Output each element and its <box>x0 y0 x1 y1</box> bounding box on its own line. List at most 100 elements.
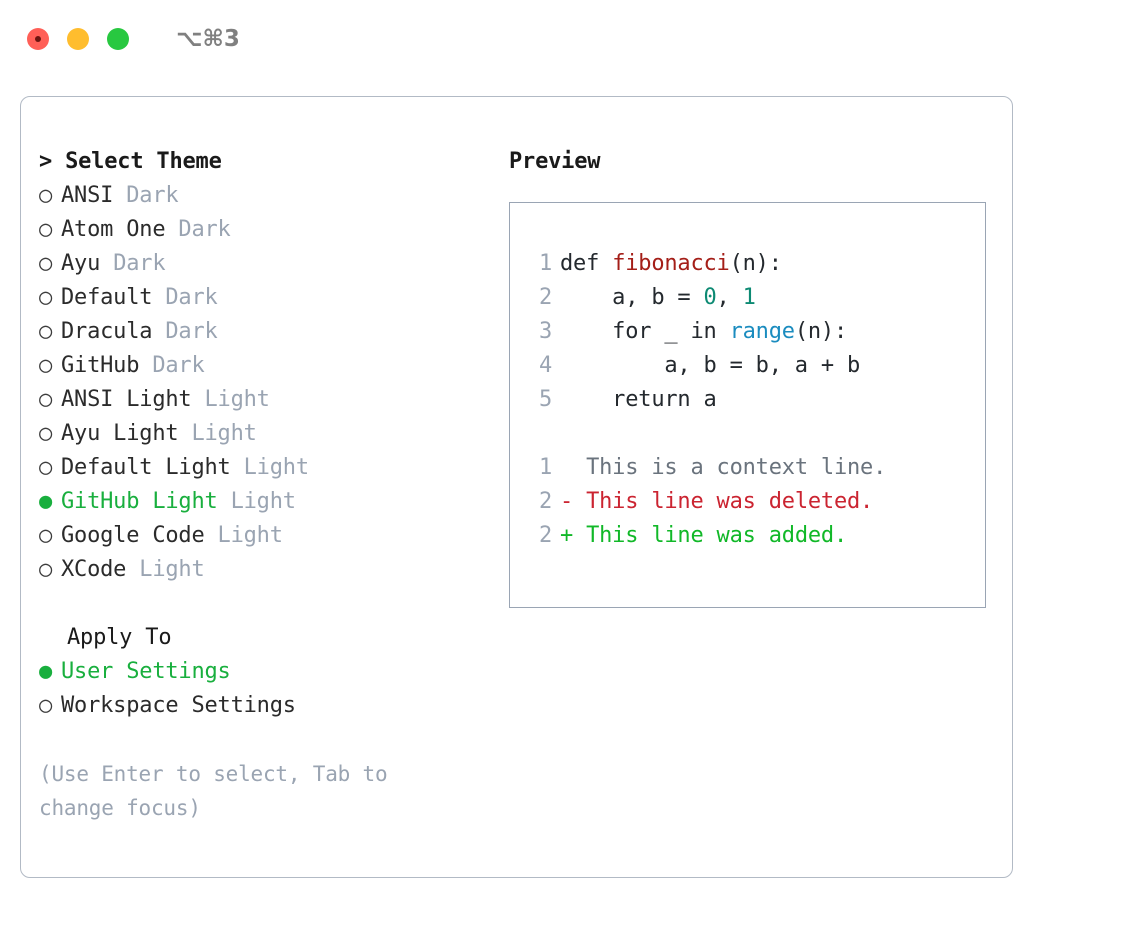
line-number: 2 <box>538 523 552 548</box>
line-number: 4 <box>538 353 552 378</box>
code-token-plain: a, b = b, a + b <box>560 353 861 378</box>
code-token-num: 0 <box>703 285 717 310</box>
theme-option-label: XCode <box>61 557 127 582</box>
line-number: 2 <box>538 285 552 310</box>
code-diff-spacer <box>528 417 985 451</box>
theme-variant-badge: Dark <box>113 251 166 276</box>
theme-variant-badge: Dark <box>126 183 179 208</box>
theme-option-label: GitHub <box>61 353 140 378</box>
list-spacer <box>39 587 509 621</box>
radio-unselected-icon: ○ <box>39 387 53 412</box>
theme-option-ansi-light[interactable]: ○ANSI Light Light <box>39 383 509 417</box>
theme-option-list: ○ANSI Dark○Atom One Dark○Ayu Dark○Defaul… <box>39 179 509 587</box>
code-token-plain: , <box>716 285 743 310</box>
theme-option-label: ANSI Light <box>61 387 192 412</box>
apply-to-option-workspace-settings[interactable]: ○ Workspace Settings <box>39 689 509 723</box>
theme-option-google-code[interactable]: ○Google Code Light <box>39 519 509 553</box>
theme-selector-panel: > Select Theme ○ANSI Dark○Atom One Dark○… <box>20 96 1013 878</box>
theme-option-xcode[interactable]: ○ XCode Light <box>39 553 509 587</box>
line-number: 2 <box>538 489 552 514</box>
theme-option-github-light[interactable]: ● GitHub Light Light <box>39 485 509 519</box>
theme-option-label: Atom One <box>61 217 166 242</box>
theme-variant-badge: Dark <box>178 217 231 242</box>
preview-heading: Preview <box>509 149 601 174</box>
theme-variant-badge: Dark <box>165 319 218 344</box>
radio-unselected-icon: ○ <box>39 183 53 208</box>
code-token-call: range <box>729 319 795 344</box>
radio-unselected-icon: ○ <box>39 217 53 242</box>
code-line: 2 a, b = 0, 1 <box>528 281 985 315</box>
close-button[interactable] <box>27 28 49 50</box>
theme-variant-badge: Light <box>217 523 283 548</box>
theme-option-label: Ayu Light <box>61 421 179 446</box>
window-titlebar: ⌥⌘3 <box>0 0 1140 78</box>
radio-unselected-icon: ○ <box>39 319 53 344</box>
keyboard-shortcut-label: ⌥⌘3 <box>176 26 240 52</box>
radio-selected-icon: ● <box>39 489 53 514</box>
theme-variant-badge: Light <box>230 489 296 514</box>
window-controls <box>27 28 129 50</box>
code-token-num: 1 <box>742 285 756 310</box>
theme-option-label: Dracula <box>61 319 153 344</box>
radio-unselected-icon: ○ <box>39 353 53 378</box>
theme-option-label: Ayu <box>61 251 101 276</box>
theme-list-column: > Select Theme ○ANSI Dark○Atom One Dark○… <box>21 145 509 825</box>
theme-option-github[interactable]: ○ GitHub Dark <box>39 349 509 383</box>
theme-variant-badge: Dark <box>152 353 205 378</box>
keyboard-hint-text: (Use Enter to select, Tab to change focu… <box>39 762 388 820</box>
diff-line-ctx: 1 This is a context line. <box>528 451 985 485</box>
apply-to-option-list: ● User Settings ○ Workspace Settings <box>39 655 509 723</box>
theme-option-dracula[interactable]: ○ Dracula Dark <box>39 315 509 349</box>
theme-option-atom-one[interactable]: ○ Atom One Dark <box>39 213 509 247</box>
theme-option-ansi[interactable]: ○ ANSI Dark <box>39 179 509 213</box>
diff-text: This line was deleted. <box>586 489 874 514</box>
line-number: 1 <box>538 455 552 480</box>
maximize-button[interactable] <box>107 28 129 50</box>
radio-unselected-icon: ○ <box>39 557 53 582</box>
theme-option-ayu-light[interactable]: ○ Ayu Light Light <box>39 417 509 451</box>
diff-text: This line was added. <box>586 523 847 548</box>
theme-option-default-light[interactable]: ○Default Light Light <box>39 451 509 485</box>
theme-variant-badge: Dark <box>165 285 218 310</box>
radio-selected-icon: ● <box>39 659 53 684</box>
code-token-plain: for _ in <box>560 319 730 344</box>
theme-option-label: GitHub Light <box>61 489 218 514</box>
diff-line-del: 2- This line was deleted. <box>528 485 985 519</box>
line-number: 5 <box>538 387 552 412</box>
diff-marker: + <box>560 523 587 548</box>
code-line: 5 return a <box>528 383 985 417</box>
diff-sample: 1 This is a context line.2- This line wa… <box>528 451 985 553</box>
diff-line-add: 2 + This line was added. <box>528 519 985 553</box>
code-token-fn: fibonacci <box>612 251 730 276</box>
theme-variant-badge: Light <box>191 421 257 446</box>
radio-unselected-icon: ○ <box>39 693 53 718</box>
theme-variant-badge: Light <box>139 557 205 582</box>
diff-text: This is a context line. <box>586 455 887 480</box>
line-number: 3 <box>538 319 552 344</box>
code-line: 4 a, b = b, a + b <box>528 349 985 383</box>
code-token-plain: (n): <box>729 251 782 276</box>
minimize-button[interactable] <box>67 28 89 50</box>
code-token-plain: a, b = <box>560 285 704 310</box>
apply-to-option-user-settings[interactable]: ● User Settings <box>39 655 509 689</box>
line-number: 1 <box>538 251 552 276</box>
apply-to-heading: Apply To <box>67 625 172 650</box>
apply-to-option-label: Workspace Settings <box>61 693 296 718</box>
code-line: 3 for _ in range(n): <box>528 315 985 349</box>
diff-marker <box>560 455 586 480</box>
apply-to-option-label: User Settings <box>61 659 231 684</box>
theme-option-label: Google Code <box>61 523 205 548</box>
code-token-plain: return a <box>560 387 717 412</box>
theme-option-ayu[interactable]: ○Ayu Dark <box>39 247 509 281</box>
code-token-plain: def <box>560 251 613 276</box>
select-theme-heading: > Select Theme <box>39 149 222 174</box>
radio-unselected-icon: ○ <box>39 421 53 446</box>
diff-marker: - <box>560 489 587 514</box>
radio-unselected-icon: ○ <box>39 285 53 310</box>
code-token-plain: (n): <box>794 319 848 344</box>
theme-option-label: ANSI <box>61 183 114 208</box>
radio-unselected-icon: ○ <box>39 455 53 480</box>
theme-option-default[interactable]: ○Default Dark <box>39 281 509 315</box>
